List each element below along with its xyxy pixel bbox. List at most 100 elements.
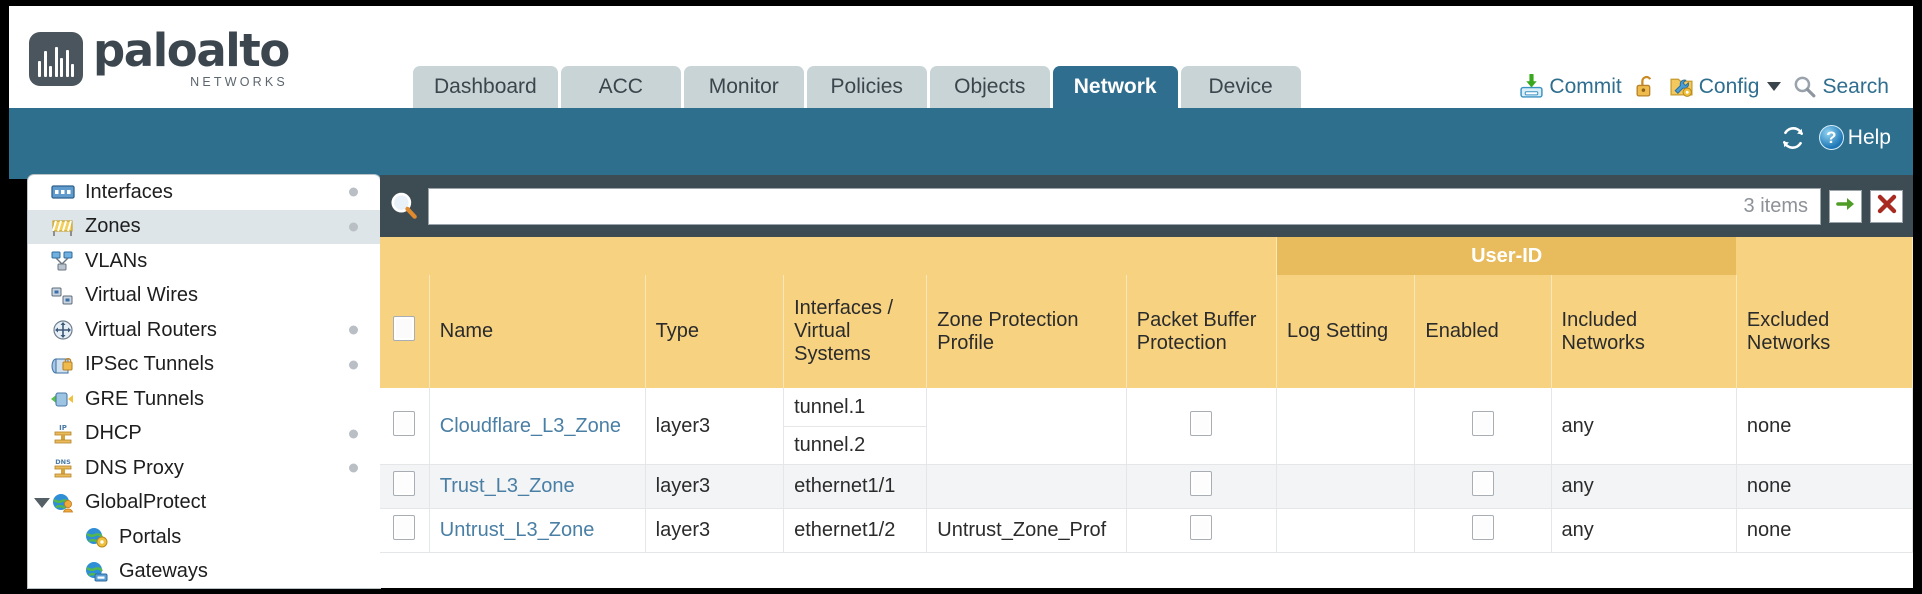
column-header-name[interactable]: Name <box>429 275 646 388</box>
column-header-packet-buffer-protection[interactable]: Packet Buffer Protection <box>1126 275 1277 388</box>
cell-userid-enabled[interactable] <box>1414 508 1552 553</box>
interface-entry: tunnel.2 <box>784 426 927 464</box>
cell-userid-enabled[interactable] <box>1414 464 1552 509</box>
column-header-included-networks[interactable]: Included Networks <box>1551 275 1737 388</box>
row-checkbox[interactable] <box>393 515 416 540</box>
cell-name[interactable]: Trust_L3_Zone <box>429 464 646 509</box>
commit-save-icon <box>1519 72 1544 99</box>
clear-filter-button[interactable] <box>1870 189 1903 223</box>
sidebar-item-vlans[interactable]: VLANs <box>28 244 380 279</box>
sidebar-status-dot <box>349 325 358 335</box>
zone-name-link[interactable]: Untrust_L3_Zone <box>439 519 595 541</box>
zone-name-link[interactable]: Trust_L3_Zone <box>439 475 575 497</box>
column-header-zone-protection-profile[interactable]: Zone Protection Profile <box>926 275 1127 388</box>
userid-enabled-checkbox[interactable] <box>1471 471 1494 496</box>
sidebar-item-interfaces[interactable]: Interfaces <box>28 175 380 210</box>
search-label: Search <box>1822 74 1889 98</box>
brand-name: paloalto <box>93 24 290 77</box>
row-checkbox[interactable] <box>393 471 416 496</box>
column-header-userid-enabled[interactable]: Enabled <box>1414 275 1552 388</box>
zones-table: User-ID Name Type Interfaces / Virtual S… <box>380 237 1914 553</box>
row-select-cell[interactable] <box>380 388 430 465</box>
cell-zone-protection-profile: Untrust_Zone_Prof <box>926 508 1127 553</box>
cell-type: layer3 <box>645 388 785 465</box>
column-header-excluded-networks[interactable]: Excluded Networks <box>1736 275 1914 388</box>
cell-name[interactable]: Untrust_L3_Zone <box>429 508 646 553</box>
cell-type: layer3 <box>645 464 785 509</box>
sidebar-item-zones[interactable]: Zones <box>28 209 380 244</box>
refresh-icon[interactable] <box>1780 125 1805 150</box>
sidebar-item-gre-tunnels[interactable]: GRE Tunnels <box>28 382 380 417</box>
column-header-type[interactable]: Type <box>645 275 785 388</box>
network-sidebar: Interfaces Zones <box>28 175 380 588</box>
cell-log-setting <box>1276 464 1416 509</box>
userid-enabled-checkbox[interactable] <box>1471 515 1494 540</box>
main-tab-bar[interactable]: Dashboard ACC Monitor Policies Objects N… <box>413 66 1301 108</box>
help-label: Help <box>1847 125 1891 149</box>
sidebar-item-label: VLANs <box>85 249 148 272</box>
sidebar-item-virtual-wires[interactable]: Virtual Wires <box>28 279 380 314</box>
apply-filter-button[interactable] <box>1829 189 1862 223</box>
tab-monitor[interactable]: Monitor <box>683 66 804 108</box>
select-all-checkbox[interactable] <box>393 316 416 341</box>
tab-dashboard[interactable]: Dashboard <box>413 66 558 108</box>
tab-objects[interactable]: Objects <box>929 66 1050 108</box>
sidebar-item-dhcp[interactable]: IP DHCP <box>28 417 380 452</box>
sidebar-item-portals[interactable]: Portals <box>28 520 380 555</box>
tab-acc[interactable]: ACC <box>560 66 681 108</box>
cell-name[interactable]: Cloudflare_L3_Zone <box>429 388 646 465</box>
paloalto-logo: paloalto NETWORKS <box>29 24 290 89</box>
cell-zone-protection-profile <box>926 388 1127 465</box>
userid-enabled-checkbox[interactable] <box>1471 410 1494 436</box>
table-row[interactable]: Cloudflare_L3_Zone layer3 tunnel.1 tunne… <box>380 388 1914 465</box>
sidebar-item-dns-proxy[interactable]: DNS DNS Proxy <box>28 451 380 486</box>
row-select-cell[interactable] <box>380 464 430 509</box>
zones-table-wrap: User-ID Name Type Interfaces / Virtual S… <box>380 237 1914 588</box>
packet-buffer-protection-checkbox[interactable] <box>1190 471 1213 496</box>
teal-action-band: ? Help <box>9 108 1913 179</box>
cell-zone-protection-profile <box>926 464 1127 509</box>
unlocked-padlock-icon[interactable] <box>1633 74 1658 99</box>
sidebar-item-label: Portals <box>119 525 182 548</box>
ipsec-tunnels-icon <box>50 354 76 376</box>
sidebar-item-virtual-routers[interactable]: Virtual Routers <box>28 313 380 348</box>
search-icon[interactable] <box>388 190 420 222</box>
cell-packet-buffer-protection[interactable] <box>1126 464 1277 509</box>
config-menu[interactable]: Config <box>1669 74 1782 99</box>
sidebar-item-globalprotect[interactable]: GlobalProtect <box>28 486 380 521</box>
sidebar-item-label: Interfaces <box>85 180 173 203</box>
group-header-userid: User-ID <box>1276 237 1737 275</box>
tab-policies[interactable]: Policies <box>806 66 927 108</box>
sidebar-item-label: DNS Proxy <box>85 456 184 479</box>
cell-interfaces: ethernet1/1 <box>783 464 928 509</box>
sidebar-item-gateways[interactable]: Gateways <box>28 555 380 589</box>
column-header-interfaces[interactable]: Interfaces / Virtual Systems <box>783 275 928 388</box>
tab-device[interactable]: Device <box>1180 66 1301 108</box>
cell-log-setting <box>1276 388 1416 465</box>
cell-packet-buffer-protection[interactable] <box>1126 388 1277 465</box>
chevron-down-icon <box>1767 82 1782 91</box>
select-all-header[interactable] <box>380 275 430 388</box>
column-header-log-setting[interactable]: Log Setting <box>1276 275 1416 388</box>
brand-tagline: NETWORKS <box>190 75 288 89</box>
tree-expander-icon[interactable] <box>34 497 50 508</box>
search-button[interactable]: Search <box>1792 74 1889 99</box>
row-select-cell[interactable] <box>380 508 430 553</box>
help-button[interactable]: ? Help <box>1818 125 1891 150</box>
zones-icon <box>50 216 76 238</box>
svg-text:IP: IP <box>59 424 67 432</box>
search-input[interactable]: 3 items <box>428 187 1821 225</box>
sidebar-item-ipsec-tunnels[interactable]: IPSec Tunnels <box>28 348 380 383</box>
cell-userid-enabled[interactable] <box>1414 388 1552 465</box>
commit-button[interactable]: Commit <box>1519 72 1622 99</box>
row-checkbox[interactable] <box>393 410 416 436</box>
packet-buffer-protection-checkbox[interactable] <box>1190 515 1213 540</box>
table-row[interactable]: Trust_L3_Zone layer3 ethernet1/1 any <box>380 464 1914 509</box>
cell-packet-buffer-protection[interactable] <box>1126 508 1277 553</box>
packet-buffer-protection-checkbox[interactable] <box>1190 410 1213 436</box>
dns-proxy-icon: DNS <box>50 457 76 479</box>
table-row[interactable]: Untrust_L3_Zone layer3 ethernet1/2 Untru… <box>380 508 1914 553</box>
sidebar-status-dot <box>349 222 358 232</box>
tab-network[interactable]: Network <box>1052 66 1178 108</box>
zone-name-link[interactable]: Cloudflare_L3_Zone <box>439 414 622 437</box>
